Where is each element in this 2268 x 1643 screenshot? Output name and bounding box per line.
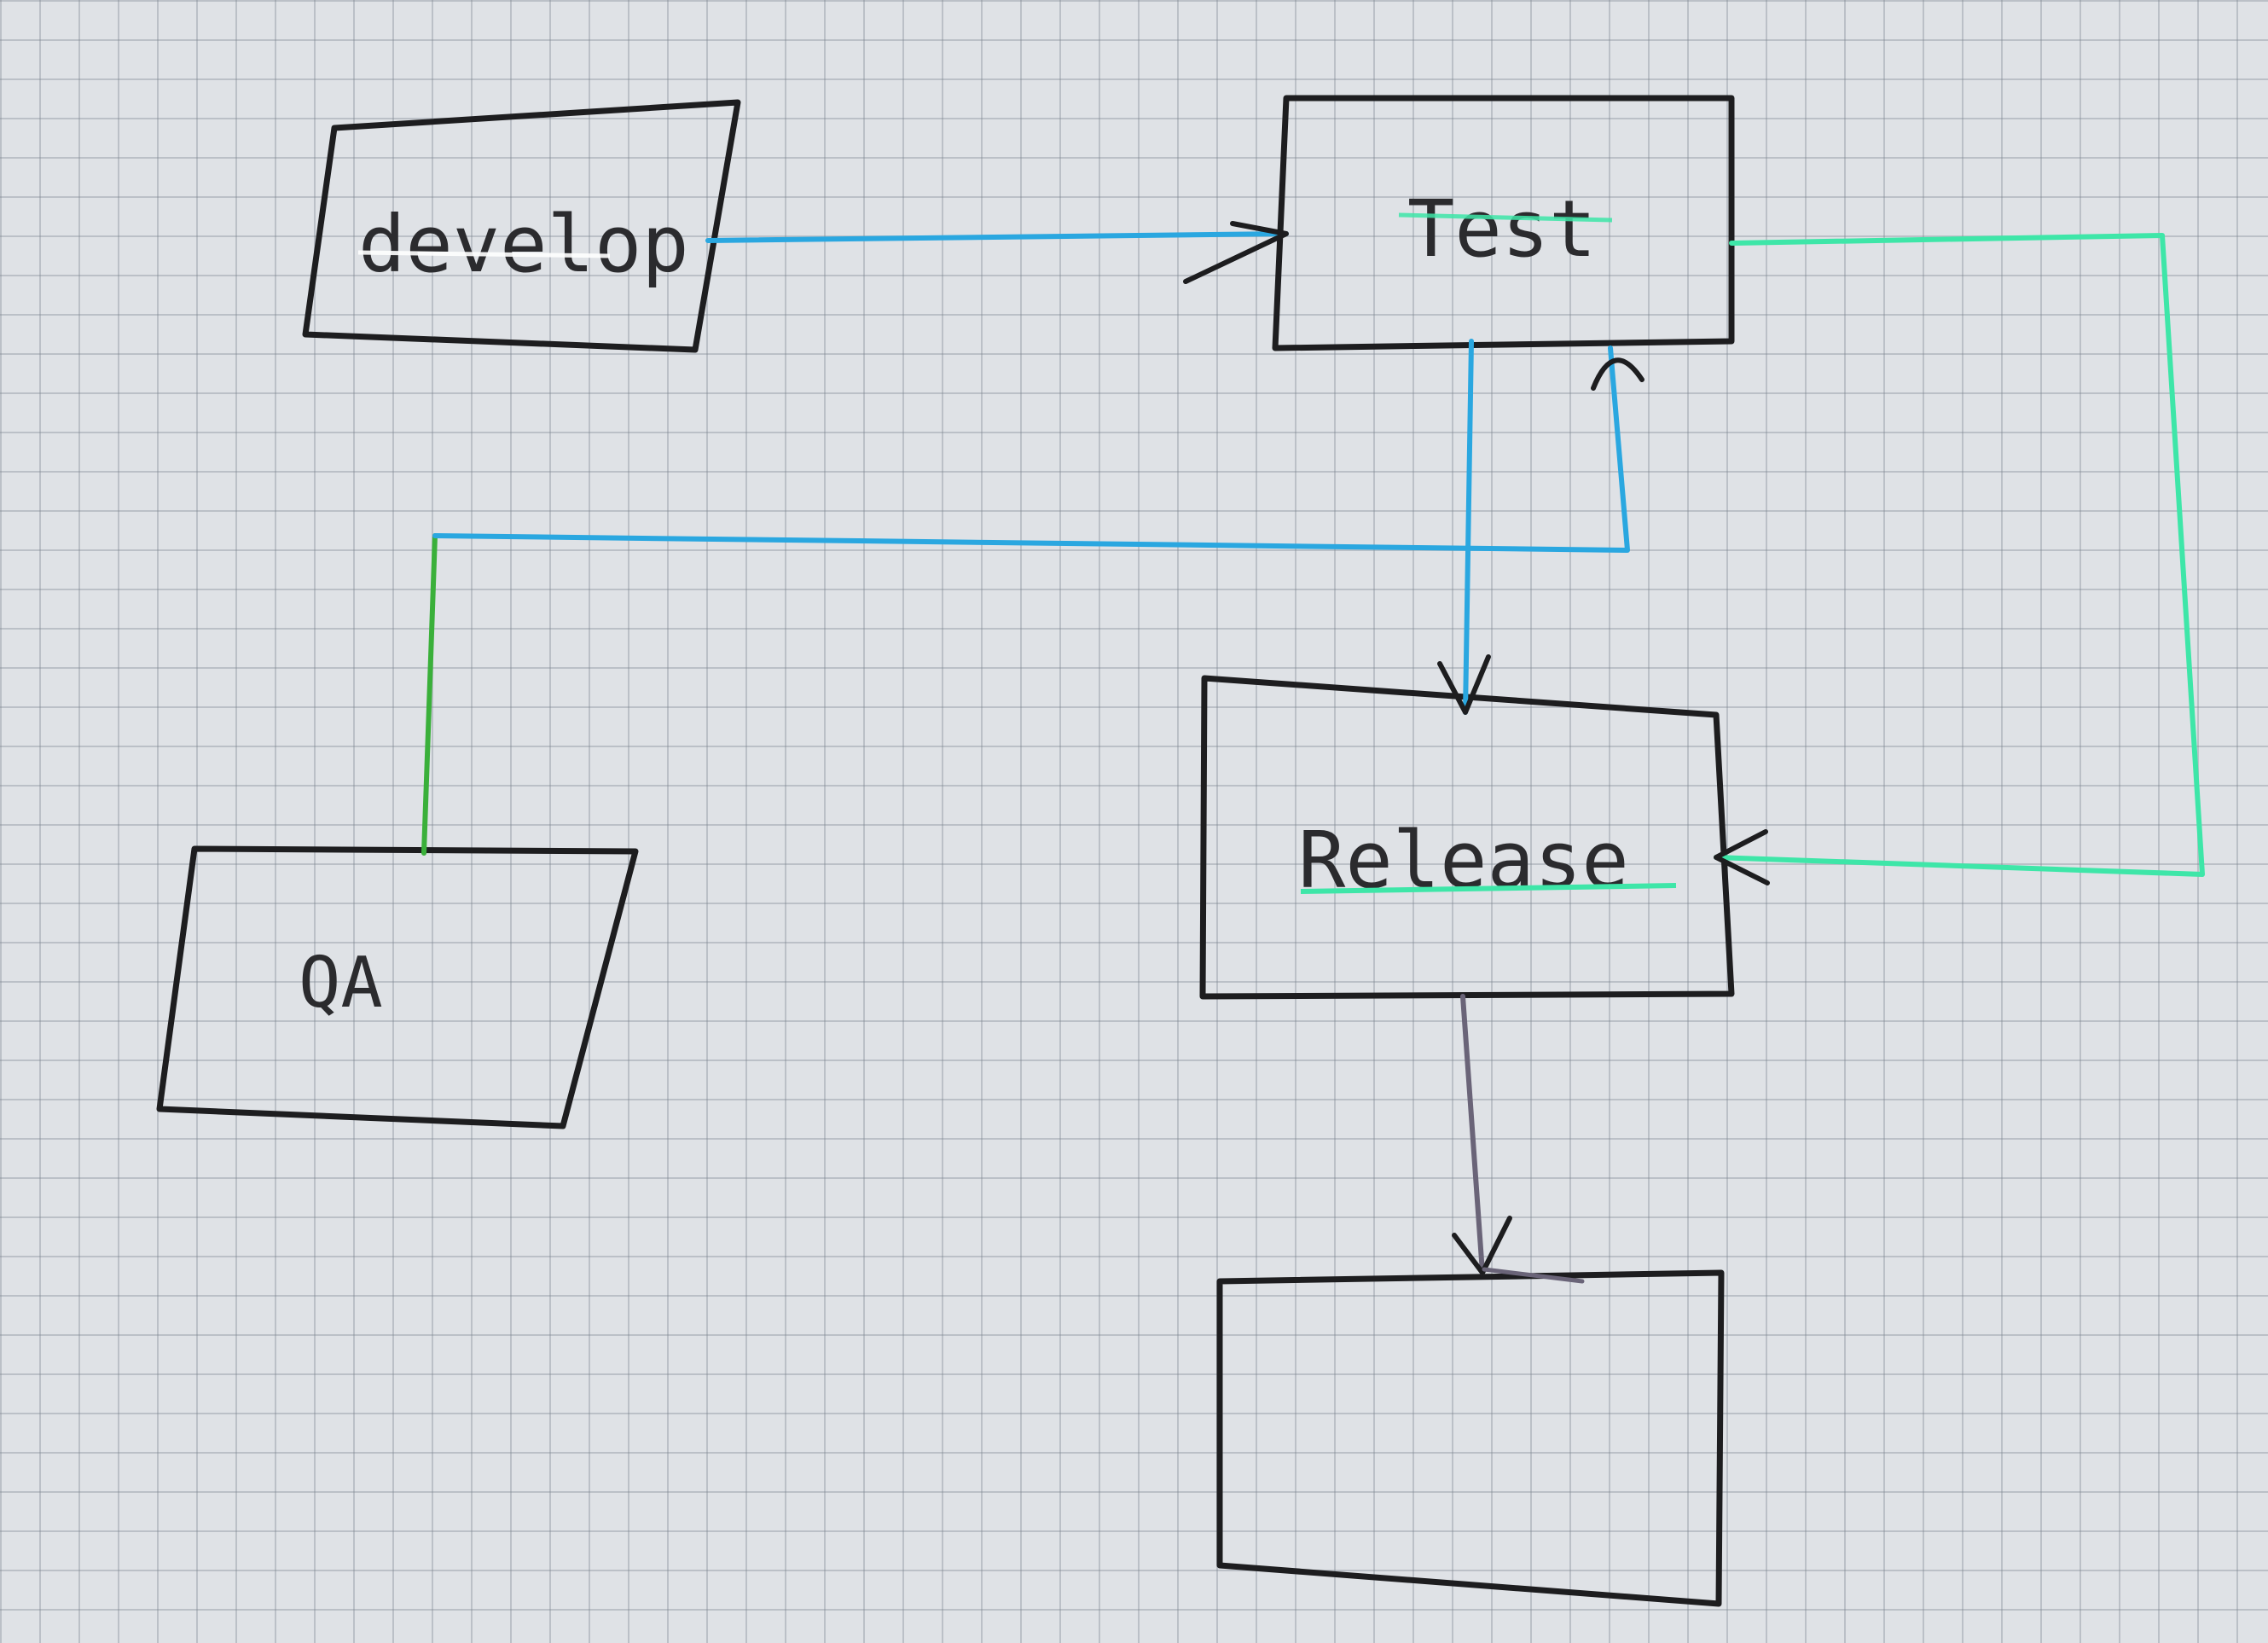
test-highlight	[1398, 212, 1613, 223]
edge-qa-test-blue-segment	[432, 345, 1630, 553]
edge-test-release-loop-line	[1714, 233, 2205, 877]
unnamed-box	[1216, 1269, 1725, 1607]
release-underline	[1300, 883, 1677, 894]
edge-test-release-line	[1463, 339, 1474, 715]
node-unnamed	[1216, 1269, 1725, 1607]
edge-release-unnamed-tail	[1482, 1267, 1585, 1284]
arrowhead-unnamed-top	[1452, 1216, 1512, 1275]
develop-label: develop	[358, 199, 689, 290]
edge-test-release	[1437, 339, 1491, 715]
test-label: Test	[1407, 183, 1597, 275]
edge-test-release-loop	[1714, 233, 2205, 885]
test-box	[1272, 95, 1735, 351]
edge-release-unnamed-line	[1460, 994, 1485, 1275]
edge-develop-test-line	[705, 231, 1289, 243]
arrowhead-release-right	[1714, 829, 1770, 885]
develop-strike	[357, 250, 611, 258]
arrowhead-test-bottom	[1591, 357, 1644, 391]
node-release: Release	[1199, 675, 1735, 1000]
arrowhead-test-left	[1183, 221, 1289, 284]
node-qa: QA	[156, 845, 639, 1129]
edge-qa-test-green-segment	[421, 533, 438, 856]
edge-develop-test	[705, 221, 1289, 284]
qa-label: QA	[299, 943, 383, 1024]
release-box	[1199, 675, 1735, 1000]
node-test: Test	[1272, 95, 1735, 351]
edge-qa-test	[421, 345, 1644, 856]
node-develop: develop	[302, 99, 741, 353]
qa-box	[156, 845, 639, 1129]
arrowhead-release-top	[1437, 654, 1491, 715]
edge-release-unnamed	[1452, 994, 1585, 1284]
develop-box	[302, 99, 741, 353]
